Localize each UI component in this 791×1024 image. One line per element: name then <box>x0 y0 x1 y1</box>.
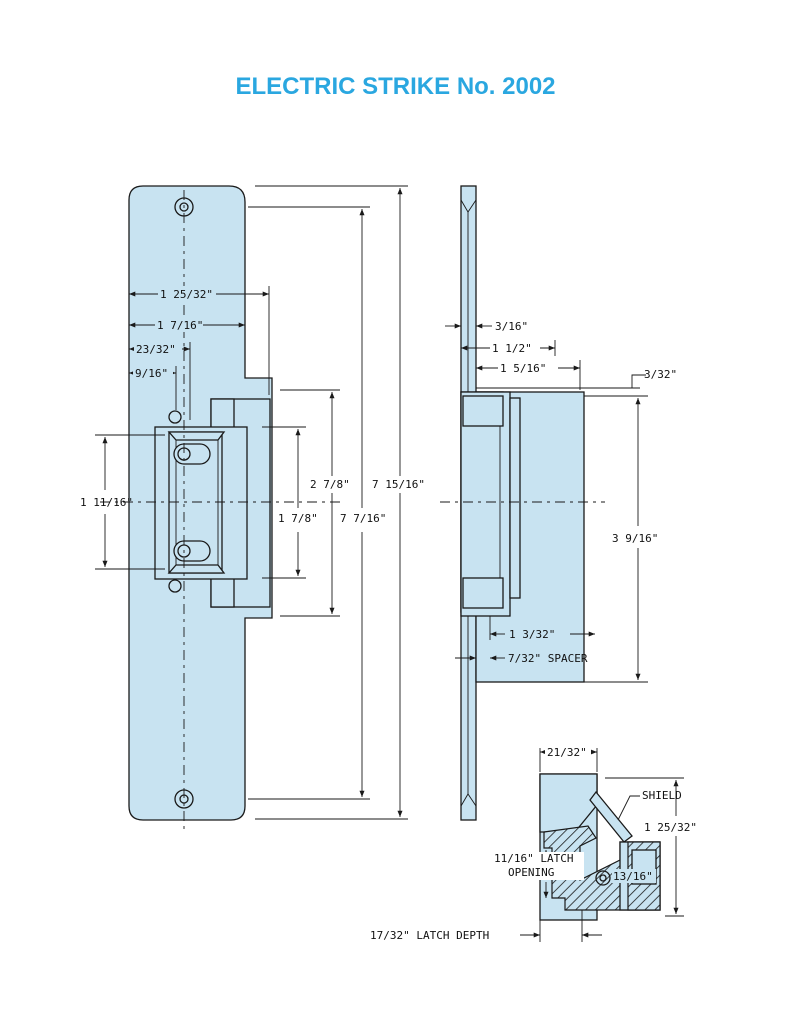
page-title: ELECTRIC STRIKE No. 2002 <box>235 73 556 100</box>
dim-3-32: 3/32" <box>644 368 677 381</box>
dim-1-1-2: 1 1/2" <box>492 342 532 355</box>
dim-13-16: 13/16" <box>613 870 653 883</box>
dim-23-32: 23/32" <box>136 343 176 356</box>
dim-21-32: 21/32" <box>547 746 587 759</box>
dim-1-5-16: 1 5/16" <box>500 362 546 375</box>
dim-spacer: 7/32" SPACER <box>508 652 588 665</box>
dim-1-7-8: 1 7/8" <box>278 512 318 525</box>
front-view: 1 25/32" 1 7/16" 23/32" 9/16" 1 11/16" 1… <box>80 185 425 830</box>
dim-7-7-16: 7 7/16" <box>340 512 386 525</box>
dim-1-25-32: 1 25/32" <box>160 288 213 301</box>
dim-1-3-32: 1 3/32" <box>509 628 555 641</box>
latch-opening-line1: 11/16" LATCH <box>494 852 573 865</box>
latch-depth-label: 17/32" LATCH DEPTH <box>370 929 489 942</box>
dim-1-7-16: 1 7/16" <box>157 319 203 332</box>
dim-1-11-16: 1 11/16" <box>80 496 133 509</box>
dim-1-25-32-section: 1 25/32" <box>644 821 697 834</box>
latch-opening-line2: OPENING <box>508 866 554 879</box>
dim-7-15-16: 7 15/16" <box>372 478 425 491</box>
section-view: 21/32" SHIELD 1 25/32" 11/16" LATCH OPEN… <box>370 745 697 942</box>
dim-3-16: 3/16" <box>495 320 528 333</box>
dim-2-7-8: 2 7/8" <box>310 478 350 491</box>
shield-label: SHIELD <box>642 789 682 802</box>
side-view: 3/16" 1 1/2" 1 5/16" 3/32" 3 9/16" 1 3/3… <box>440 185 677 821</box>
dim-3-9-16: 3 9/16" <box>612 532 658 545</box>
dim-9-16: 9/16" <box>135 367 168 380</box>
shield <box>589 790 633 843</box>
